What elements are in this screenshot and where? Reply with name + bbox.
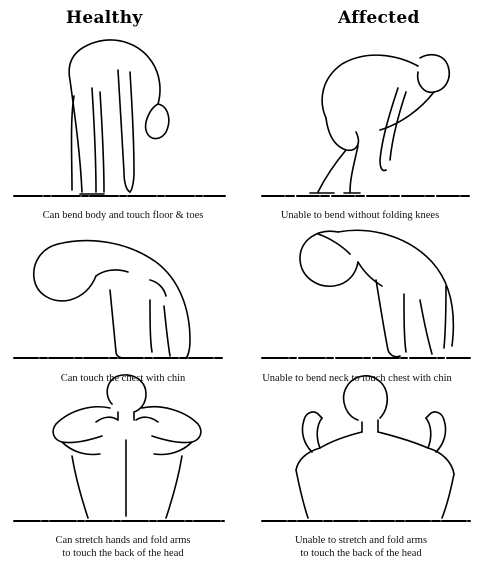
row3-affected-caption-line2: to touch the back of the head xyxy=(246,547,476,560)
row1-healthy-caption-line1: Can bend body and touch floor & toes xyxy=(8,209,238,222)
row2-healthy-caption-line1: Can touch the chest with chin xyxy=(10,372,236,385)
row2-affected-caption-line1: Unable to bend neck to touch chest with … xyxy=(232,372,482,385)
row3-healthy-caption: Can stretch hands and fold arms to touch… xyxy=(10,534,236,560)
healthy-arms-behind-head-figure xyxy=(53,375,201,518)
row2-healthy-caption: Can touch the chest with chin xyxy=(10,372,236,385)
affected-arms-raised-figure xyxy=(296,376,454,518)
row2-affected-caption: Unable to bend neck to touch chest with … xyxy=(232,372,482,385)
row1-affected-caption: Unable to bend without folding knees xyxy=(240,209,480,222)
row1-affected-caption-line1: Unable to bend without folding knees xyxy=(240,209,480,222)
row3-healthy-caption-line1: Can stretch hands and fold arms xyxy=(10,534,236,547)
healthy-forward-bend-figure xyxy=(69,40,169,194)
row3-affected-caption: Unable to stretch and fold arms to touch… xyxy=(246,534,476,560)
row1-healthy-caption: Can bend body and touch floor & toes xyxy=(8,209,238,222)
healthy-chin-to-chest-figure xyxy=(34,241,190,358)
row3-affected-caption-line1: Unable to stretch and fold arms xyxy=(246,534,476,547)
affected-neck-bend-figure xyxy=(300,230,453,356)
row3-healthy-caption-line2: to touch the back of the head xyxy=(10,547,236,560)
affected-knee-bend-figure xyxy=(310,55,449,193)
